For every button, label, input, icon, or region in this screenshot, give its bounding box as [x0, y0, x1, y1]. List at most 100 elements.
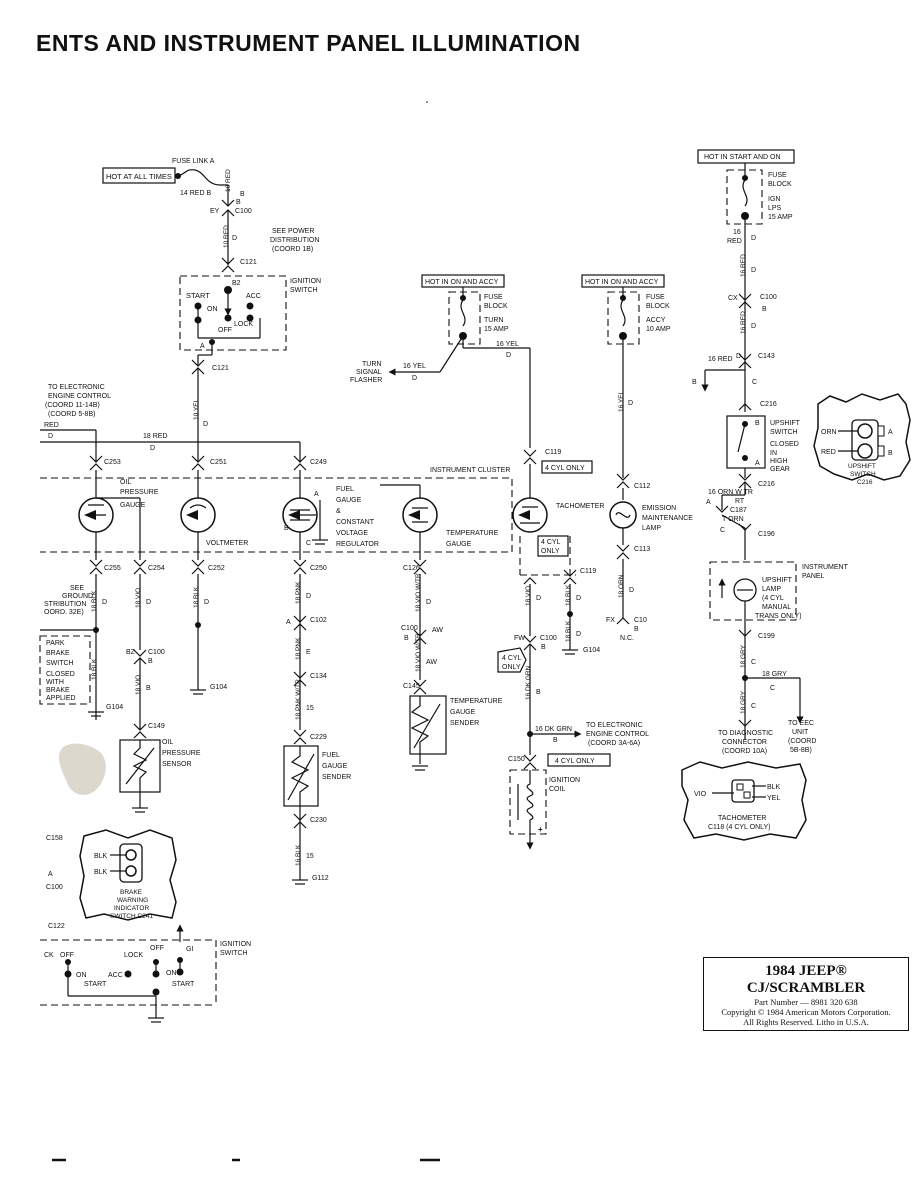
- page-title: ENTS AND INSTRUMENT PANEL ILLUMINATION: [36, 30, 581, 56]
- label-fuel-gauge: FUEL: [336, 486, 354, 493]
- label-accy-fuse: ACCY: [646, 317, 666, 324]
- label-fuel-gauge: REGULATOR: [336, 541, 379, 548]
- title-block-model: CJ/SCRAMBLER: [746, 980, 866, 996]
- label-park-brake-switch: SWITCH: [46, 660, 74, 667]
- label-c249: C249: [310, 459, 327, 466]
- label-16-yel: 16 YEL: [403, 363, 426, 370]
- label-turn-signal-flasher: SIGNAL: [356, 369, 382, 376]
- label-vio: VIO: [694, 791, 707, 798]
- label-18-blk: 18 BLK: [565, 620, 572, 642]
- label-ign-lps: LPS: [768, 205, 782, 212]
- title-block-year-model: 1984 JEEP®: [765, 963, 847, 979]
- title-block-part-number: Part Number — 8981 320 638: [754, 997, 858, 1007]
- label-to-ecu: TO ELECTRONIC: [586, 722, 643, 729]
- label-c100: C100: [148, 649, 165, 656]
- hot-at-all-times-circuit: HOT AT ALL TIMES FUSE LINK A 14 RED B 10…: [102, 158, 319, 273]
- label-on: ON: [207, 306, 218, 313]
- label-c134: C134: [310, 673, 327, 680]
- label-upshift-switch-connector: C216: [857, 479, 873, 486]
- label-fuse-block: BLOCK: [646, 303, 670, 310]
- label-accy-fuse: 10 AMP: [646, 326, 671, 333]
- label-c: C: [306, 540, 311, 547]
- label-c126: C126: [403, 565, 420, 572]
- label-d: D: [204, 599, 209, 606]
- label-18-pnk-wtr: 18 PNK W/TR: [295, 679, 302, 720]
- label-ck: CK: [44, 952, 54, 959]
- label-fuel-gauge: GAUGE: [336, 497, 362, 504]
- label-instrument-panel: PANEL: [802, 573, 825, 580]
- label-temp-sender: GAUGE: [450, 709, 476, 716]
- label-a: A: [706, 499, 711, 506]
- label-turn-signal-flasher: FLASHER: [350, 377, 382, 384]
- label-instrument-cluster: INSTRUMENT CLUSTER: [430, 467, 510, 474]
- label-upshift-switch: UPSHIFT: [770, 420, 801, 427]
- label-temperature-gauge: TEMPERATURE: [446, 530, 499, 537]
- label-c255: C255: [104, 565, 121, 572]
- label-c121: C121: [212, 365, 229, 372]
- label-b: B: [634, 626, 639, 633]
- label-fx: FX: [606, 617, 615, 624]
- label-c: C: [751, 703, 756, 710]
- label-yel: YEL: [767, 795, 780, 802]
- accy-fuse-block: HOT IN ON AND ACCY FUSE BLOCK ACCY 10 AM…: [581, 274, 671, 478]
- label-ignition-switch: IGNITION: [220, 941, 251, 948]
- label-ign-lps: IGN: [768, 196, 780, 203]
- label-see-power: (COORD 1B): [272, 246, 313, 253]
- label-18-red: 18 RED: [143, 433, 168, 440]
- label-oil-pressure-gauge: OIL: [120, 479, 131, 486]
- label-hot-at-all-times: HOT AT ALL TIMES: [106, 172, 172, 181]
- label-acc: ACC: [246, 293, 261, 300]
- label-c113: C113: [634, 546, 650, 553]
- label-see-ground: SEE: [70, 585, 84, 592]
- label-to-eec: (COORD: [788, 738, 816, 745]
- label-lock: LOCK: [124, 952, 143, 959]
- label-nc: N.C.: [620, 635, 634, 642]
- label-c: C: [720, 527, 725, 534]
- label-t-orn: T ORN: [722, 516, 744, 523]
- label-a: A: [314, 491, 319, 498]
- label-start: START: [172, 981, 195, 988]
- label-off: OFF: [150, 945, 164, 952]
- label-16-red: 16 RED: [708, 356, 733, 363]
- label-16-yel: 16 YEL: [496, 341, 519, 348]
- svg-text:+: +: [538, 825, 543, 834]
- label-c254: C254: [148, 565, 165, 572]
- label-upshift-switch: GEAR: [770, 466, 790, 473]
- label-g104: G104: [210, 684, 227, 691]
- label-park-brake-switch: BRAKE: [46, 650, 70, 657]
- label-4-cyl-only: 4 CYL: [541, 539, 561, 546]
- label-18-orn: 18 ORN: [618, 574, 625, 598]
- label-ignition-switch: SWITCH: [220, 950, 248, 957]
- label-see-power: SEE POWER: [272, 228, 314, 235]
- label-14-red: 14 RED B: [180, 190, 211, 197]
- label-a: A: [755, 460, 760, 467]
- label-d: D: [506, 352, 511, 359]
- label-c121: C121: [240, 259, 257, 266]
- label-upshift-lamp: (4 CYL: [762, 595, 784, 602]
- label-18-gry: 18 GRY: [740, 690, 747, 714]
- label-d: D: [536, 595, 541, 602]
- label-lock: LOCK: [234, 321, 253, 328]
- label-acc: ACC: [108, 972, 123, 979]
- title-block-rights: All Rights Reserved. Litho in U.S.A.: [743, 1017, 869, 1027]
- label-16-dk-grn: 16 DK GRN: [535, 726, 572, 733]
- label-oil-pressure-gauge: PRESSURE: [120, 489, 159, 496]
- label-fuel-sender: GAUGE: [322, 763, 348, 770]
- label-ignition-switch: SWITCH: [290, 287, 318, 294]
- label-to-ecu: ENGINE CONTROL: [586, 731, 649, 738]
- label-see-ground: OORD. 32E): [44, 609, 84, 616]
- label-c100: C100: [235, 208, 252, 215]
- label-16-dk-grn: 16 DK GRN: [525, 665, 532, 700]
- label-18-pnk: 18 PNK: [295, 581, 302, 604]
- label-18-pnk: 18 PNK: [295, 637, 302, 660]
- label-fuse-block: BLOCK: [768, 181, 792, 188]
- label-c100: C100: [46, 884, 63, 891]
- label-15: 15: [306, 705, 314, 712]
- label-18-gry: 18 GRY: [740, 644, 747, 668]
- label-upshift-switch: HIGH: [770, 458, 788, 465]
- label-oil-pressure-sensor: SENSOR: [162, 761, 192, 768]
- label-aw: AW: [426, 659, 437, 666]
- label-a: A: [286, 619, 291, 626]
- label-b2: B2: [232, 280, 241, 287]
- label-d: D: [232, 235, 237, 242]
